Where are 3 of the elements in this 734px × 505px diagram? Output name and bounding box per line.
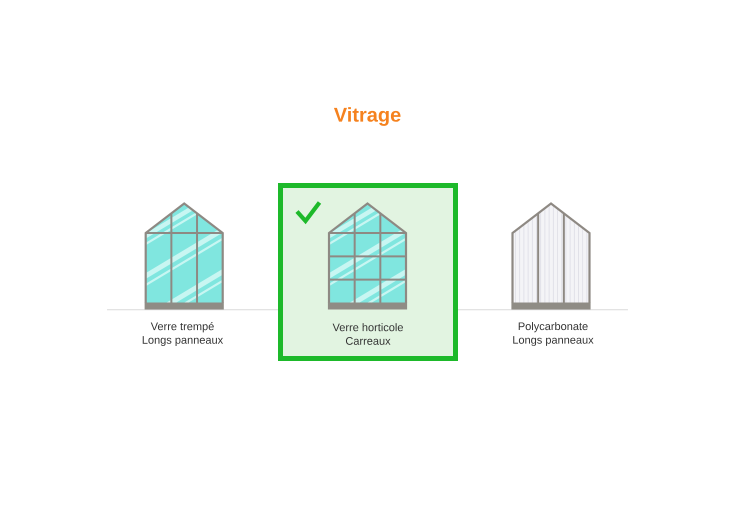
- option-label: Polycarbonate Longs panneaux: [513, 322, 594, 346]
- title: Vitrage: [334, 107, 401, 126]
- option-label: Verre trempé Longs panneaux: [142, 322, 224, 346]
